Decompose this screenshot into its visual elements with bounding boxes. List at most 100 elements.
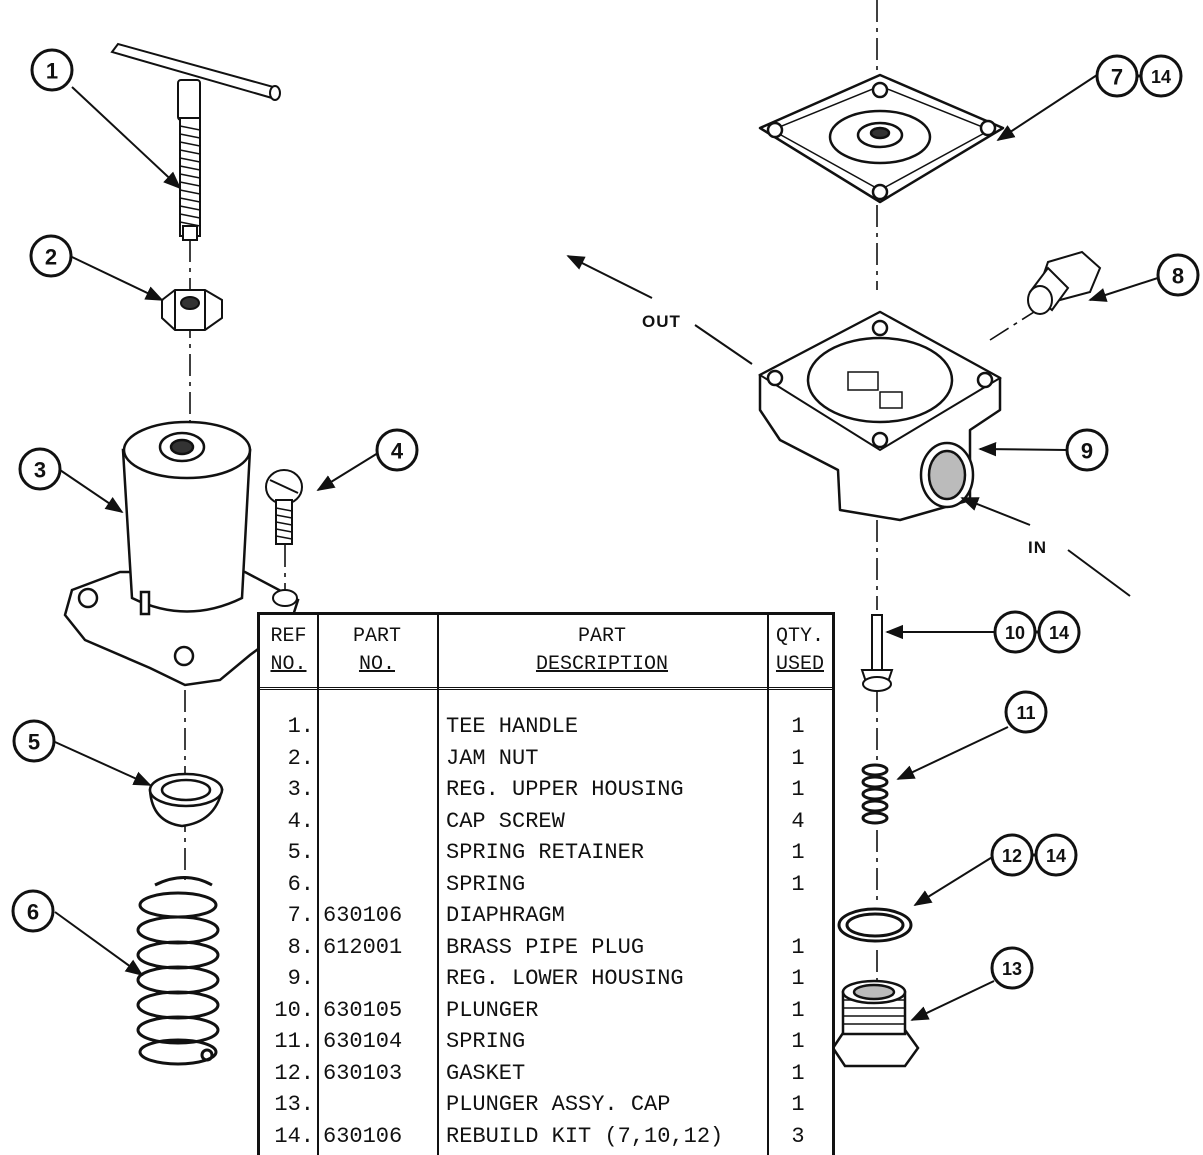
callout-10-kit: 14 xyxy=(1049,623,1069,643)
ref-no-cell: 8. xyxy=(287,934,314,960)
qty-cell: 1 xyxy=(791,997,805,1023)
table-row: 11. 630104 SPRING 1 xyxy=(260,1026,832,1058)
header-ref-no: REF NO. xyxy=(270,625,307,676)
description-cell: BRASS PIPE PLUG xyxy=(446,934,645,960)
description-cell: SPRING RETAINER xyxy=(446,840,645,865)
ref-no-cell: 7. xyxy=(287,903,314,928)
qty-cell: 1 xyxy=(791,1060,805,1086)
plunger-part xyxy=(860,614,894,692)
ref-no-cell: 11. xyxy=(274,1029,314,1054)
part-no-cell: 630105 xyxy=(323,997,403,1023)
spring-part-6 xyxy=(136,876,220,1066)
flow-arrows xyxy=(566,255,1131,597)
table-divider xyxy=(317,615,319,1155)
qty-cell: 4 xyxy=(791,808,805,834)
ref-no-cell: 9. xyxy=(287,966,314,991)
description-cell: SPRING xyxy=(446,871,526,897)
description-cell: JAM NUT xyxy=(446,745,539,771)
description-cell: REG. LOWER HOUSING xyxy=(446,966,684,991)
table-row: 8. 612001 BRASS PIPE PLUG 1 xyxy=(260,932,832,964)
callout-7: 7 xyxy=(1111,65,1123,90)
qty-cell: 1 xyxy=(791,777,805,802)
header-part-description: PART DESCRIPTION xyxy=(535,625,669,676)
callouts xyxy=(11,48,1200,990)
upper-housing-part xyxy=(63,420,300,687)
table-header: REF NO. PART NO. PART DESCRIPTION QTY. U… xyxy=(260,615,832,690)
ref-no-cell: 13. xyxy=(274,1092,314,1117)
qty-cell: 1 xyxy=(791,714,805,739)
table-row: 4. CAP SCREW 4 xyxy=(260,806,832,838)
spring-retainer-part xyxy=(148,772,224,828)
pipe-plug-part xyxy=(1027,250,1102,315)
description-cell: REG. UPPER HOUSING xyxy=(446,777,684,802)
callout-6: 6 xyxy=(27,900,39,925)
table-row: 9. REG. LOWER HOUSING 1 xyxy=(260,963,832,995)
table-row: 13. PLUNGER ASSY. CAP 1 xyxy=(260,1089,832,1121)
callout-8: 8 xyxy=(1172,264,1184,289)
header-part-no: PART NO. xyxy=(352,625,401,676)
callout-4: 4 xyxy=(391,439,404,464)
qty-cell: 3 xyxy=(791,1123,805,1149)
table-row: 14. 630106 REBUILD KIT (7,10,12) 3 xyxy=(260,1121,832,1153)
plunger-cap-part xyxy=(831,979,920,1068)
description-cell: CAP SCREW xyxy=(446,808,565,834)
part-no-cell: 630103 xyxy=(323,1060,403,1086)
description-cell: PLUNGER ASSY. CAP xyxy=(446,1092,671,1117)
qty-cell: 1 xyxy=(791,934,805,960)
callout-3: 3 xyxy=(34,458,46,483)
qty-cell: 1 xyxy=(791,840,805,865)
qty-cell: 1 xyxy=(791,1029,805,1054)
callout-11: 11 xyxy=(1016,703,1035,723)
ref-no-cell: 2. xyxy=(287,745,314,771)
description-cell: GASKET xyxy=(446,1060,526,1086)
qty-cell: 1 xyxy=(791,966,805,991)
description-cell: SPRING xyxy=(446,1029,526,1054)
flow-label-in: IN xyxy=(1028,538,1047,557)
diaphragm-part xyxy=(758,73,1005,204)
part-no-cell: 630104 xyxy=(323,1029,403,1054)
table-row: 1. TEE HANDLE 1 xyxy=(260,711,832,743)
lower-housing-part xyxy=(757,310,1003,522)
description-cell: PLUNGER xyxy=(446,997,539,1023)
tee-handle-part xyxy=(110,42,281,241)
ref-no-cell: 14. xyxy=(274,1123,314,1149)
qty-cell: 1 xyxy=(791,1092,805,1117)
table-divider xyxy=(437,615,439,1155)
callout-12-kit: 14 xyxy=(1046,846,1066,866)
ref-no-cell: 6. xyxy=(287,871,314,897)
ref-no-cell: 3. xyxy=(287,777,314,802)
table-row: 12. 630103 GASKET 1 xyxy=(260,1058,832,1090)
part-no-cell: 630106 xyxy=(323,1123,403,1149)
callout-5: 5 xyxy=(28,730,40,755)
description-cell: TEE HANDLE xyxy=(446,714,579,739)
qty-cell: 1 xyxy=(791,745,805,771)
ref-no-cell: 1. xyxy=(287,714,314,739)
callout-13: 13 xyxy=(1002,959,1022,979)
jam-nut-part xyxy=(161,289,223,331)
table-row: 3. REG. UPPER HOUSING 1 xyxy=(260,774,832,806)
part-no-cell: 612001 xyxy=(323,934,403,960)
spring-part-11 xyxy=(861,763,889,825)
callout-9: 9 xyxy=(1081,439,1093,464)
ref-no-cell: 12. xyxy=(274,1060,314,1086)
table-row: 5. SPRING RETAINER 1 xyxy=(260,837,832,869)
parts-table: REF NO. PART NO. PART DESCRIPTION QTY. U… xyxy=(257,612,835,1155)
table-row: 10. 630105 PLUNGER 1 xyxy=(260,995,832,1027)
ref-no-cell: 5. xyxy=(287,840,314,865)
description-cell: DIAPHRAGM xyxy=(446,903,565,928)
ref-no-cell: 4. xyxy=(287,808,314,834)
leader-arrows xyxy=(54,74,1168,1021)
callout-1: 1 xyxy=(46,59,58,84)
cap-screw-part xyxy=(265,469,303,607)
gasket-part xyxy=(837,907,913,943)
qty-cell: 1 xyxy=(791,871,805,897)
description-cell: REBUILD KIT (7,10,12) xyxy=(446,1123,724,1149)
ref-no-cell: 10. xyxy=(274,997,314,1023)
callout-12: 12 xyxy=(1002,846,1022,866)
header-qty-used: QTY. USED xyxy=(775,625,824,676)
table-row: 2. JAM NUT 1 xyxy=(260,743,832,775)
table-row: 6. SPRING 1 xyxy=(260,869,832,901)
table-divider xyxy=(767,615,769,1155)
